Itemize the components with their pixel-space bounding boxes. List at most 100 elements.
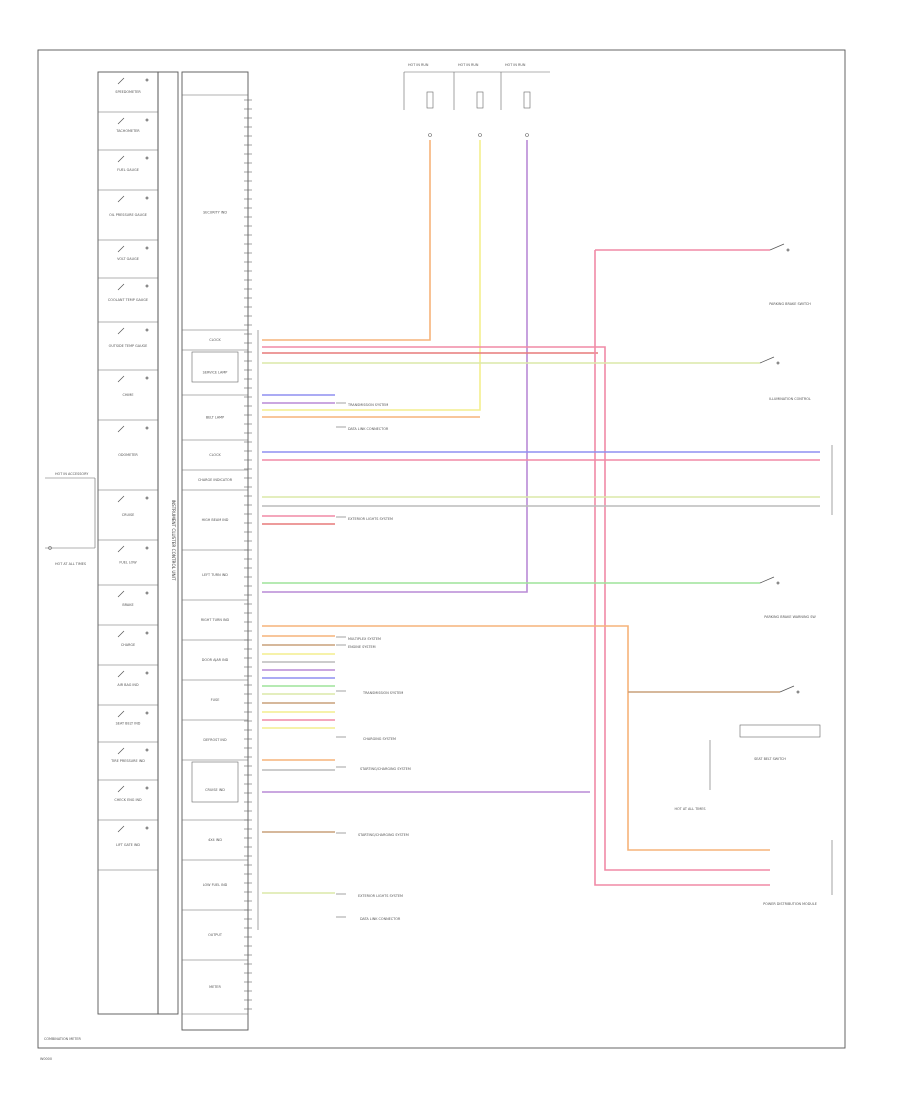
gauge-item-label: CRUISE	[122, 513, 135, 517]
gauge-terminal	[145, 496, 149, 500]
gauge-terminal	[145, 284, 149, 288]
module-item-label: RIGHT TURN IND	[201, 618, 230, 622]
fuse-body	[476, 91, 484, 109]
module-item-label: SECURITY IND	[203, 211, 227, 215]
gauge-switch-symbol	[117, 283, 125, 291]
gauge-item-label: TACHOMETER	[115, 129, 140, 133]
gauge-terminal	[145, 826, 149, 830]
gauge-item-label: BRAKE	[122, 603, 133, 607]
gauge-switch-symbol	[117, 545, 125, 553]
gauge-switch-symbol	[117, 495, 125, 503]
wire-pink-1	[262, 346, 770, 871]
gauge-terminal	[145, 591, 149, 595]
gauge-terminal	[145, 426, 149, 430]
gauge-terminal	[145, 156, 149, 160]
system-callout-label: DATA LINK CONNECTOR	[360, 917, 401, 921]
gauge-switch-symbol	[117, 195, 125, 203]
switch-blade	[759, 576, 775, 584]
footer-code: W0000	[40, 1057, 52, 1061]
system-callout-label: STARTING/CHARGING SYSTEM	[360, 767, 411, 771]
system-callout-label: TRANSMISSION SYSTEM	[362, 691, 403, 695]
gauge-item-label: ODOMETER	[118, 453, 138, 457]
gauge-terminal	[145, 631, 149, 635]
module-item-label: CLOCK	[209, 338, 221, 342]
fuse-body	[426, 91, 434, 109]
gauge-switch-symbol	[117, 590, 125, 598]
gauge-switch-symbol	[117, 785, 125, 793]
seatbelt-switch-box	[739, 724, 821, 738]
module-item-label: SERVICE LAMP	[203, 371, 228, 375]
gauge-item-label: VOLT GAUGE	[117, 257, 139, 261]
switch-blade	[759, 356, 775, 364]
wire-orange-3	[262, 625, 770, 851]
gauge-switch-symbol	[117, 77, 125, 85]
module-item-label: CRUISE IND	[205, 788, 225, 792]
system-callout-label: CHARGING SYSTEM	[363, 737, 396, 741]
module-item-label: BELT LAMP	[206, 416, 224, 420]
gauge-terminal	[145, 246, 149, 250]
system-callout-label: EXTERIOR LIGHTS SYSTEM	[348, 517, 393, 521]
wires	[262, 140, 820, 894]
system-callout-label: DATA LINK CONNECTOR	[348, 427, 389, 431]
gauge-item-label: TIRE PRESSURE IND	[110, 759, 145, 763]
gauge-panel-spine	[157, 71, 179, 1015]
wire-violet-feed	[262, 140, 528, 593]
gauge-terminal	[145, 786, 149, 790]
system-callout-label: TRANSMISSION SYSTEM	[347, 403, 388, 407]
gauge-terminal	[145, 671, 149, 675]
fuse-terminal	[478, 133, 482, 137]
gauge-switch-symbol	[117, 670, 125, 678]
fuse-label: HOT IN RUN	[505, 63, 526, 67]
fuse-body	[523, 91, 531, 109]
gauge-item-label: CHECK ENG IND	[114, 798, 142, 802]
right-component-label: SEAT BELT SWITCH	[754, 757, 786, 761]
module-label: INSTRUMENT CLUSTER CONTROL UNIT	[171, 500, 176, 581]
gauge-switch-symbol	[117, 425, 125, 433]
module-subbox	[191, 761, 239, 803]
left-components: HOT IN ACCESSORY HOT AT ALL TIMES	[45, 472, 96, 566]
gauge-item-label: CHARGE	[121, 643, 135, 647]
system-callout-label: MULTIPLEX SYSTEM	[348, 637, 381, 641]
gauge-switch-symbol	[117, 825, 125, 833]
cluster-module: INSTRUMENT CLUSTER CONTROL UNIT SECURITY…	[171, 71, 259, 1031]
gauge-item-label: COOLANT TEMP GAUGE	[108, 298, 148, 302]
switch-contact	[776, 581, 780, 585]
module-item-label: CHARGE INDICATOR	[198, 478, 233, 482]
gauge-item-label: SPEEDOMETER	[115, 90, 141, 94]
gauge-terminal	[145, 711, 149, 715]
diagram-frame	[37, 49, 846, 1049]
right-component-label: PARKING BRAKE SWITCH	[769, 302, 811, 306]
gauge-terminal	[145, 118, 149, 122]
right-component-label: HOT AT ALL TIMES	[674, 807, 705, 811]
fuse-terminal	[525, 133, 529, 137]
switch-blade	[769, 243, 785, 251]
gauge-terminal	[145, 546, 149, 550]
switch-contact	[786, 248, 790, 252]
system-callout-label: ENGINE SYSTEM	[348, 645, 376, 649]
gauge-terminal	[145, 748, 149, 752]
wire-yellow-feed	[262, 140, 481, 411]
gauge-terminal	[145, 196, 149, 200]
gauge-terminal	[145, 328, 149, 332]
module-item-label: FUSE	[211, 698, 220, 702]
gauge-switch-symbol	[117, 710, 125, 718]
wire-pink-2	[594, 250, 770, 886]
footer-title: COMBINATION METER	[44, 1037, 82, 1041]
gauge-switch-symbol	[117, 155, 125, 163]
module-item-label: METER	[209, 985, 221, 989]
gauge-item-label: FUEL GAUGE	[117, 168, 139, 172]
gauge-switch-symbol	[117, 327, 125, 335]
gauge-item-label: AIR BAG IND	[117, 683, 139, 687]
module-item-label: LEFT TURN IND	[202, 573, 228, 577]
gauge-item-label: LIFT GATE IND	[116, 843, 140, 847]
gauge-switch-symbol	[117, 630, 125, 638]
right-component-label: ILLUMINATION CONTROL	[769, 397, 811, 401]
gauge-terminal	[145, 376, 149, 380]
module-subbox	[191, 351, 239, 383]
wire-orange-feed	[262, 140, 431, 341]
fuse-terminal	[428, 133, 432, 137]
